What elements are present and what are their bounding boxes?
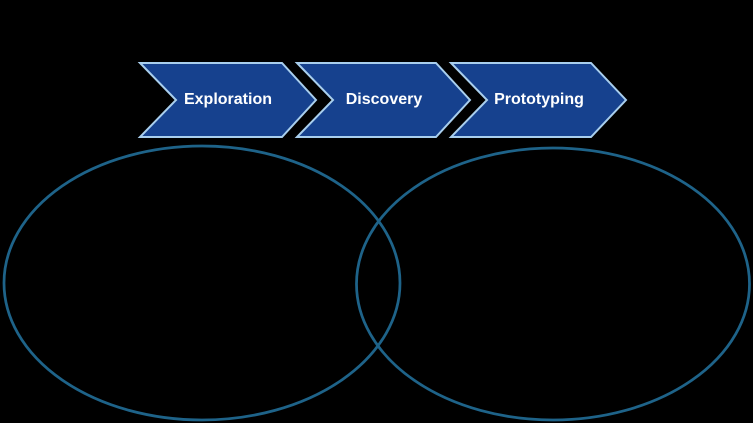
process-flow-arrows: Exploration Discovery Prototyping [137, 62, 628, 138]
venn-ellipse-left [2, 144, 402, 422]
venn-diagram [2, 144, 751, 422]
chevron-step-discovery [294, 62, 472, 138]
step-label-discovery: Discovery [346, 91, 423, 108]
chevron-step-prototyping [448, 62, 628, 138]
step-label-exploration: Exploration [184, 91, 272, 108]
venn-ellipse-right [355, 146, 751, 422]
step-label-prototyping: Prototyping [494, 91, 584, 108]
chevron-step-exploration [137, 62, 318, 138]
